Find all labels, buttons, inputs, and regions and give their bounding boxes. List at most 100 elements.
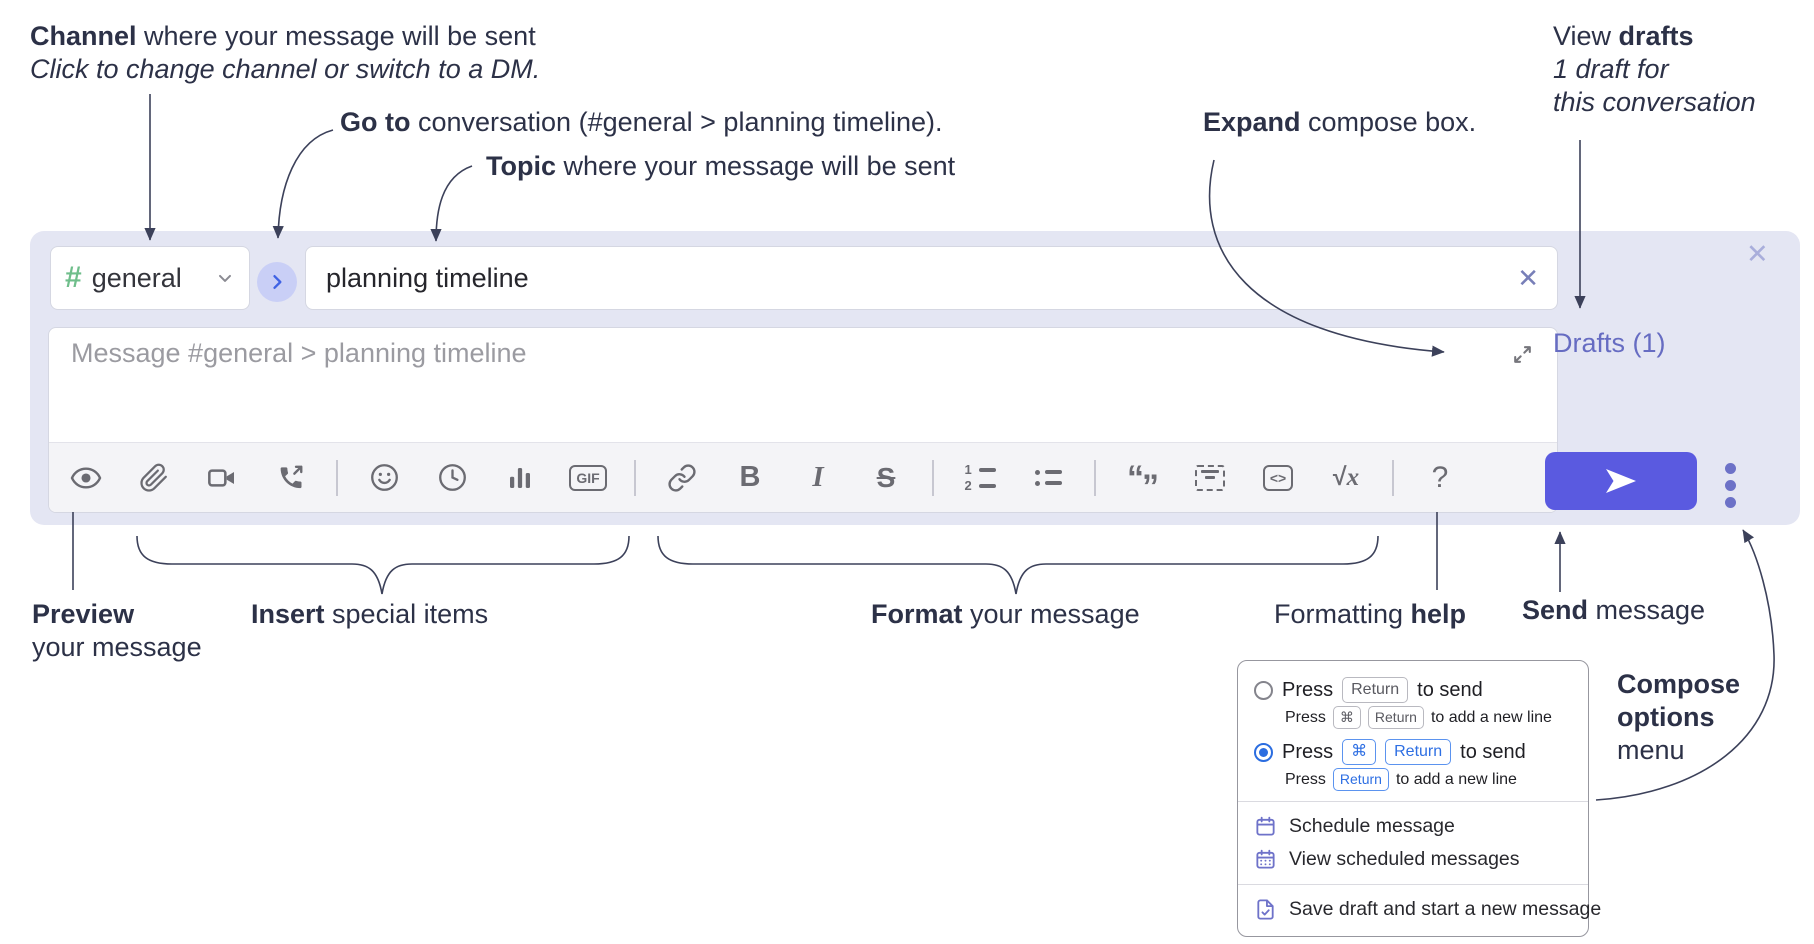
message-area: GIF B I S 1 2	[48, 327, 1558, 513]
menu-item-view-scheduled[interactable]: View scheduled messages	[1238, 843, 1588, 876]
annotation-channel-bold: Channel	[30, 21, 137, 51]
annotation-drafts-bold: drafts	[1618, 21, 1694, 51]
italic-icon: I	[812, 461, 824, 493]
annotation-drafts-line3: this conversation	[1553, 87, 1756, 117]
annotation-goto-rest: conversation (#general > planning timeli…	[410, 107, 943, 137]
goto-pointer-line	[272, 129, 334, 239]
send-option-cmd-return-sub: Press Return to add a new line	[1285, 768, 1588, 791]
smiley-icon	[370, 464, 398, 491]
video-camera-icon	[208, 468, 234, 487]
math-button[interactable]: √x	[1324, 455, 1368, 501]
topic-clear-icon[interactable]: ✕	[1517, 263, 1539, 293]
formatting-help-button[interactable]: ?	[1418, 455, 1462, 501]
menu-item-label: View scheduled messages	[1289, 848, 1520, 870]
annotation-topic-bold: Topic	[486, 151, 556, 181]
menu-separator	[1238, 884, 1588, 885]
menu-text: to send	[1460, 740, 1526, 763]
numbered-list-button[interactable]: 1 2	[958, 455, 1002, 501]
send-option-cmd-return[interactable]: Press ⌘ Return to send	[1238, 739, 1588, 765]
annotation-view-drafts: View drafts 1 draft for this conversatio…	[1553, 20, 1756, 119]
toolbar-divider	[634, 459, 636, 496]
annotation-compose-options: Compose options menu	[1617, 668, 1740, 767]
annotation-help-pre: Formatting	[1274, 599, 1411, 629]
toolbar-divider	[336, 459, 338, 496]
drafts-link[interactable]: Drafts (1)	[1553, 328, 1666, 358]
poll-button[interactable]	[498, 455, 542, 501]
menu-item-schedule-message[interactable]: Schedule message	[1238, 810, 1588, 843]
vertical-dots-icon	[1725, 480, 1736, 491]
kbd-return: Return	[1385, 739, 1452, 765]
gif-icon: GIF	[569, 464, 607, 491]
annotation-insert-bold: Insert	[251, 599, 325, 629]
menu-text: Press	[1282, 740, 1334, 763]
diagonal-expand-arrows-icon	[1514, 346, 1531, 363]
math-icon: √x	[1332, 463, 1360, 491]
channel-selector[interactable]: # general	[50, 246, 250, 310]
compose-toolbar: GIF B I S 1 2	[49, 442, 1557, 512]
format-brace	[657, 535, 1379, 595]
clock-icon	[438, 464, 466, 491]
insert-brace	[136, 535, 630, 595]
spoiler-icon	[1195, 464, 1225, 491]
send-option-return[interactable]: Press Return to send	[1238, 677, 1588, 703]
annotation-insert: Insert special items	[251, 598, 488, 631]
compose-options-menu-button[interactable]	[1725, 463, 1736, 508]
expand-compose-icon[interactable]	[1510, 342, 1535, 372]
annotation-compose-line3: menu	[1617, 735, 1685, 765]
video-call-button[interactable]	[200, 455, 244, 501]
message-textarea[interactable]	[69, 336, 1483, 440]
emoji-button[interactable]	[362, 455, 406, 501]
bold-button[interactable]: B	[728, 455, 772, 501]
toolbar-divider	[1392, 459, 1394, 496]
quote-button[interactable]: “”	[1120, 455, 1164, 504]
close-compose-icon[interactable]: ✕	[1746, 239, 1769, 269]
annotation-drafts-line2: 1 draft for	[1553, 54, 1669, 84]
attach-file-button[interactable]	[132, 455, 176, 501]
annotation-format-bold: Format	[871, 599, 963, 629]
italic-button[interactable]: I	[796, 455, 840, 501]
annotation-compose-line1: Compose	[1617, 669, 1741, 699]
link-button[interactable]	[660, 455, 704, 501]
strikethrough-button[interactable]: S	[864, 455, 908, 501]
annotation-format-rest: your message	[962, 599, 1140, 629]
preview-button[interactable]	[64, 455, 108, 501]
menu-item-label: Save draft and start a new message	[1289, 898, 1602, 920]
radio-unselected-icon[interactable]	[1254, 680, 1273, 700]
annotation-drafts-pre: View	[1553, 21, 1619, 51]
send-button[interactable]	[1545, 452, 1697, 510]
menu-item-save-draft[interactable]: Save draft and start a new message	[1238, 893, 1601, 926]
spoiler-button[interactable]	[1188, 455, 1232, 501]
annotation-expand-bold: Expand	[1203, 107, 1301, 137]
topic-pointer-line	[430, 165, 473, 242]
annotation-expand-rest: compose box.	[1300, 107, 1477, 137]
annotation-send: Send message	[1522, 594, 1705, 627]
ol-number-2: 2	[964, 477, 972, 493]
audio-call-button[interactable]	[268, 455, 312, 501]
question-mark-icon: ?	[1431, 460, 1449, 494]
annotation-preview: Preview your message	[32, 598, 202, 664]
ol-number-1: 1	[964, 461, 972, 477]
go-to-conversation-button[interactable]	[257, 262, 297, 302]
topic-field: ✕	[305, 246, 1558, 310]
annotation-goto: Go to conversation (#general > planning …	[340, 106, 943, 139]
save-draft-icon	[1254, 898, 1277, 921]
menu-subtext: Press	[1285, 770, 1326, 788]
compose-box: # general ✕ ✕	[30, 231, 1800, 525]
send-option-return-sub: Press ⌘ Return to add a new line	[1285, 706, 1588, 729]
global-time-button[interactable]	[430, 455, 474, 501]
vertical-dots-icon	[1725, 497, 1736, 508]
annotation-preview-line2: your message	[32, 632, 202, 662]
annotation-insert-rest: special items	[324, 599, 489, 629]
menu-text: Press	[1282, 678, 1334, 701]
code-button[interactable]: <>	[1256, 455, 1300, 501]
radio-selected-icon[interactable]	[1254, 742, 1273, 762]
gif-button[interactable]: GIF	[566, 455, 610, 501]
annotation-channel-sub: Click to change channel or switch to a D…	[30, 54, 541, 84]
menu-subtext: Press	[1285, 708, 1326, 726]
topic-input[interactable]	[324, 261, 1518, 295]
link-icon	[668, 463, 696, 492]
chevron-right-icon	[273, 275, 282, 289]
bulleted-list-button[interactable]	[1026, 455, 1070, 501]
toolbar-divider	[1094, 459, 1096, 496]
bold-icon: B	[739, 461, 761, 493]
